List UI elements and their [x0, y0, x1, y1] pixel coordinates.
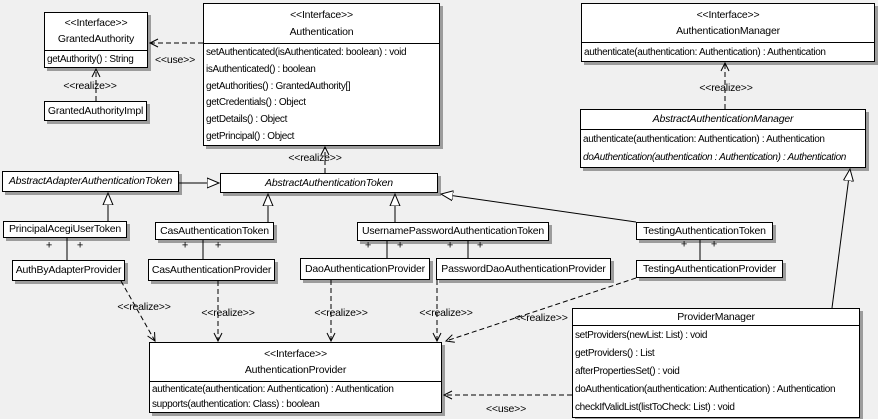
method-row: setAuthenticated(isAuthenticated: boolea…	[206, 46, 407, 58]
method-row: doAuthentication(authentication : Authen…	[583, 152, 847, 164]
assoc-end-label: +	[76, 239, 84, 252]
class-header: <<Interface>> AuthenticationProvider	[150, 343, 441, 381]
method-row: authenticate(authentication: Authenticat…	[152, 384, 394, 395]
class-header: ProviderManager	[573, 309, 859, 325]
class-abstract-adapter-authentication-token[interactable]: AbstractAdapterAuthenticationToken	[2, 171, 179, 192]
method-row: getProviders() : List	[575, 347, 655, 359]
method-row: authenticate(authentication: Authenticat…	[584, 46, 826, 58]
method-row: supports(authentication: Class) : boolea…	[152, 399, 320, 410]
class-authentication-manager[interactable]: <<Interface>> AuthenticationManager auth…	[581, 3, 875, 62]
use-label: <<use>>	[485, 402, 527, 415]
class-name: AbstractAuthenticationManager	[652, 113, 794, 126]
class-name: Authentication	[289, 25, 354, 38]
method-row: isAuthenticated() : boolean	[206, 63, 316, 75]
class-name: PrincipalAcegiUserToken	[8, 223, 122, 236]
class-granted-authority-impl[interactable]: GrantedAuthorityImpl	[44, 101, 147, 121]
method-row: getPrincipal() : Object	[206, 131, 295, 143]
assoc-end-label: +	[364, 239, 372, 252]
method-row: afterPropertiesSet() : void	[575, 366, 680, 377]
class-name: GrantedAuthority	[57, 33, 135, 46]
class-authentication[interactable]: <<Interface>> Authentication setAuthenti…	[203, 3, 440, 146]
realize-label: <<realize>>	[514, 311, 568, 324]
class-name: TestingAuthenticationProvider	[642, 262, 777, 275]
method-row: getCredentials() : Object	[206, 97, 306, 109]
realize-label: <<realize>>	[117, 300, 171, 313]
class-name: UsernamePasswordAuthenticationToken	[361, 225, 545, 238]
realize-label: <<realize>>	[63, 79, 117, 92]
class-auth-by-adapter-provider[interactable]: AuthByAdapterProvider	[12, 260, 125, 281]
class-name: AuthenticationManager	[676, 24, 780, 37]
class-header: AbstractAuthenticationManager	[581, 110, 865, 129]
gen-testing-to-abstracttoken	[441, 194, 637, 223]
class-header: <<Interface>> AuthenticationManager	[582, 4, 874, 42]
class-name: AuthByAdapterProvider	[15, 264, 122, 277]
class-cas-authentication-token[interactable]: CasAuthenticationToken	[155, 222, 274, 240]
class-password-dao-authentication-provider[interactable]: PasswordDaoAuthenticationProvider	[436, 258, 611, 280]
class-name: TestingAuthenticationToken	[643, 224, 766, 237]
method-row: checkIfValidList(listToCheck: List) : vo…	[575, 402, 735, 414]
method-row: setProviders(newList: List) : void	[575, 329, 708, 341]
realize-label: <<realize>>	[699, 81, 753, 94]
method-row: getDetails() : Object	[206, 114, 288, 126]
class-granted-authority[interactable]: <<Interface>> GrantedAuthority getAuthor…	[44, 12, 148, 68]
class-cas-authentication-provider[interactable]: CasAuthenticationProvider	[148, 259, 275, 281]
method-row: doAuthentication(authentication: Authent…	[575, 384, 836, 396]
class-testing-authentication-token[interactable]: TestingAuthenticationToken	[636, 222, 773, 240]
method-row: authenticate(authentication: Authenticat…	[583, 133, 825, 145]
gen-providermanager-to-abstractmanager	[831, 169, 850, 309]
class-name: ProviderManager	[677, 310, 755, 323]
assoc-end-label: +	[181, 239, 189, 252]
class-name: AuthenticationProvider	[244, 363, 347, 376]
class-principal-acegi-user-token[interactable]: PrincipalAcegiUserToken	[3, 221, 127, 238]
use-label: <<use>>	[154, 53, 196, 66]
class-abstract-authentication-manager[interactable]: AbstractAuthenticationManager authentica…	[580, 109, 866, 168]
stereotype-label: <<Interface>>	[290, 9, 353, 21]
assoc-end-label: +	[214, 239, 222, 252]
class-name: DaoAuthenticationProvider	[305, 262, 425, 275]
class-name: GrantedAuthorityImpl	[47, 104, 144, 117]
assoc-end-label: +	[45, 239, 53, 252]
class-testing-authentication-provider[interactable]: TestingAuthenticationProvider	[636, 260, 783, 278]
realize-label: <<realize>>	[419, 306, 473, 319]
class-header: <<Interface>> GrantedAuthority	[45, 13, 147, 50]
class-name: CasAuthenticationToken	[160, 224, 269, 237]
realize-label: <<realize>>	[288, 151, 342, 164]
class-provider-manager[interactable]: ProviderManager setProviders(newList: Li…	[572, 308, 860, 418]
class-name: PasswordDaoAuthenticationProvider	[441, 262, 606, 275]
assoc-end-label: +	[396, 239, 404, 252]
stereotype-label: <<Interface>>	[264, 347, 327, 360]
realize-label: <<realize>>	[201, 306, 255, 319]
class-header: <<Interface>> Authentication	[204, 4, 439, 43]
method-row: getAuthorities() : GrantedAuthority[]	[206, 80, 351, 92]
assoc-end-label: +	[680, 238, 688, 251]
class-abstract-authentication-token[interactable]: AbstractAuthenticationToken	[220, 173, 438, 193]
class-name: AbstractAuthenticationToken	[265, 176, 393, 189]
class-dao-authentication-provider[interactable]: DaoAuthenticationProvider	[300, 258, 430, 280]
assoc-end-label: +	[476, 239, 484, 252]
class-authentication-provider[interactable]: <<Interface>> AuthenticationProvider aut…	[149, 342, 442, 413]
stereotype-label: <<Interface>>	[696, 8, 760, 21]
class-username-password-authentication-token[interactable]: UsernamePasswordAuthenticationToken	[357, 222, 549, 241]
class-name: AbstractAdapterAuthenticationToken	[8, 175, 173, 188]
class-name: CasAuthenticationProvider	[151, 263, 272, 276]
realize-label: <<realize>>	[314, 306, 368, 319]
assoc-end-label: +	[446, 239, 454, 252]
stereotype-label: <<Interface>>	[64, 17, 128, 30]
assoc-end-label: +	[710, 238, 718, 251]
method-row: getAuthority() : String	[47, 53, 134, 65]
